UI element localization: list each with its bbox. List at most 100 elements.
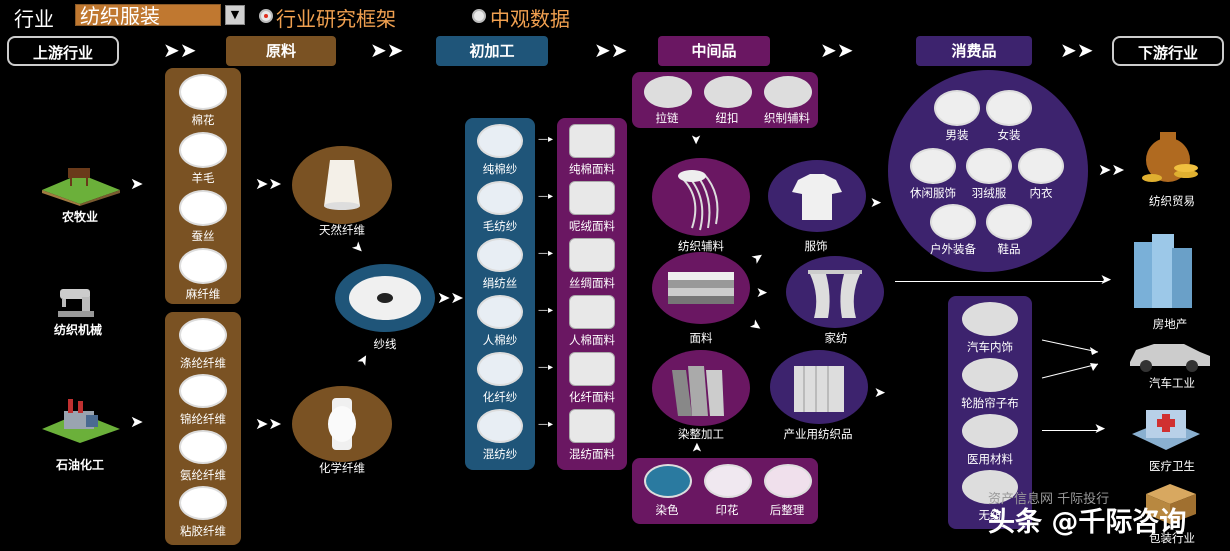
arrow-icon: ➤➤ xyxy=(1098,160,1125,179)
consumer-good-label: 女装 xyxy=(997,128,1021,142)
raw-material-label: 麻纤维 xyxy=(185,287,221,301)
arrow-icon: ➤ xyxy=(130,412,144,431)
yarn-icon xyxy=(477,238,523,272)
consumer-good-icon xyxy=(930,204,976,240)
stage-intermediate: 中间品 xyxy=(658,36,770,66)
industrial-use-label: 医用材料 xyxy=(967,452,1013,466)
raw-material-label: 涤纶纤维 xyxy=(180,356,226,370)
fabric-icon xyxy=(569,352,615,386)
label-textile-aux: 纺织辅料 xyxy=(678,239,724,253)
arrow-icon: ➤ xyxy=(689,442,705,453)
raw-material-icon xyxy=(179,132,227,168)
raw-material-label: 蚕丝 xyxy=(191,229,215,243)
home-textile-circle xyxy=(786,256,884,328)
arrow-icon: —▸ xyxy=(538,134,554,145)
accessory-label: 织制辅料 xyxy=(764,111,810,125)
yarn-label: 混纺纱 xyxy=(482,447,518,461)
label-trade: 纺织贸易 xyxy=(1149,194,1195,208)
finishing-label: 染色 xyxy=(655,503,679,517)
finishing-label: 印花 xyxy=(715,503,739,517)
consumer-good-label: 休闲服饰 xyxy=(910,186,956,200)
arrow-icon: ➤➤ xyxy=(437,288,464,307)
raw-material-label: 羊毛 xyxy=(191,171,215,185)
yarn-label: 绢纺丝 xyxy=(482,276,518,290)
apparel-circle xyxy=(768,160,866,232)
watermark: 资产信息网 千际投行 xyxy=(988,492,1110,507)
label-chemical-fiber: 化学纤维 xyxy=(319,461,365,475)
radio-meso-data[interactable] xyxy=(472,9,486,23)
arrow-icon: ➤➤ xyxy=(255,174,282,193)
yarn-label: 纯棉纱 xyxy=(482,162,518,176)
raw-material-label: 粘胶纤维 xyxy=(180,524,226,538)
accessory-icon xyxy=(704,76,752,108)
arrow-icon: ➤ xyxy=(354,350,374,370)
radio-framework[interactable] xyxy=(259,9,273,23)
consumer-good-icon xyxy=(934,90,980,126)
raw-material-icon xyxy=(179,374,227,408)
arrow-icon: ➤ xyxy=(130,174,144,193)
finishing-icon xyxy=(644,464,692,498)
building-icon xyxy=(1128,232,1198,312)
industry-select[interactable]: 纺织服装 xyxy=(75,4,221,27)
stage-primary: 初加工 xyxy=(436,36,548,66)
yarn-icon xyxy=(477,181,523,215)
arrow-icon: ➤ xyxy=(756,285,768,301)
option-framework[interactable]: 行业研究框架 xyxy=(276,7,396,31)
accessory-label: 纽扣 xyxy=(715,111,739,125)
chemical-fiber-circle xyxy=(292,386,392,462)
hospital-icon xyxy=(1128,404,1204,452)
arrow-icon: ➤➤ xyxy=(255,414,282,433)
fabric-label: 混纺面料 xyxy=(569,447,615,461)
accessory-icon xyxy=(644,76,692,108)
factory-icon xyxy=(38,395,122,445)
fabric-label: 丝绸面料 xyxy=(569,276,615,290)
label-yarn: 纱线 xyxy=(373,337,397,351)
finishing-icon xyxy=(764,464,812,498)
yarn-label: 毛纺纱 xyxy=(482,219,518,233)
consumer-good-icon xyxy=(1018,148,1064,184)
fabric-icon xyxy=(569,124,615,158)
label-real-estate: 房地产 xyxy=(1152,317,1188,331)
arrow-icon: ➤ xyxy=(687,134,703,145)
industrial-use-icon xyxy=(962,302,1018,336)
accessory-label: 拉链 xyxy=(655,111,679,125)
option-meso-data[interactable]: 中观数据 xyxy=(490,7,570,31)
industrial-use-icon xyxy=(962,470,1018,504)
sewing-machine-icon xyxy=(56,285,96,319)
industrial-use-label: 汽车内饰 xyxy=(967,340,1013,354)
stage-consumer: 消费品 xyxy=(916,36,1032,66)
label-dyeing: 染整加工 xyxy=(678,427,724,441)
label-machinery: 纺织机械 xyxy=(53,323,102,337)
label-industrial-textile: 产业用纺织品 xyxy=(783,427,853,441)
finishing-icon xyxy=(704,464,752,498)
raw-material-label: 氨纶纤维 xyxy=(180,468,226,482)
stage-raw: 原料 xyxy=(226,36,336,66)
arrow-icon: ➤➤ xyxy=(370,38,404,62)
yarn-circle xyxy=(335,264,435,332)
label-fabric: 面料 xyxy=(689,331,713,345)
arrow-icon: ➤➤ xyxy=(820,38,854,62)
farm-icon xyxy=(38,160,122,206)
consumer-good-icon xyxy=(966,148,1012,184)
label-home-textile: 家纺 xyxy=(824,331,848,345)
dropdown-arrow-icon[interactable]: ▼ xyxy=(225,5,245,25)
package-icon xyxy=(1140,480,1202,526)
fabric-label: 呢绒面料 xyxy=(569,219,615,233)
arrow-icon: —▸ xyxy=(538,191,554,202)
consumer-good-label: 鞋品 xyxy=(997,242,1021,256)
yarn-label: 人棉纱 xyxy=(482,333,518,347)
label-petro: 石油化工 xyxy=(55,458,104,472)
yarn-icon xyxy=(477,409,523,443)
fabric-label: 纯棉面料 xyxy=(569,162,615,176)
label-natural-fiber: 天然纤维 xyxy=(319,223,365,237)
consumer-good-label: 内衣 xyxy=(1029,186,1053,200)
arrow-icon: ➤ xyxy=(348,238,368,258)
yarn-label: 化纤纱 xyxy=(482,390,518,404)
accessory-icon xyxy=(764,76,812,108)
consumer-good-icon xyxy=(986,90,1032,126)
consumer-good-icon xyxy=(986,204,1032,240)
arrow-line xyxy=(895,281,1103,282)
industrial-use-label: 无纺 xyxy=(978,508,1002,522)
fabric-label: 化纤面料 xyxy=(569,390,615,404)
car-icon xyxy=(1124,336,1214,374)
